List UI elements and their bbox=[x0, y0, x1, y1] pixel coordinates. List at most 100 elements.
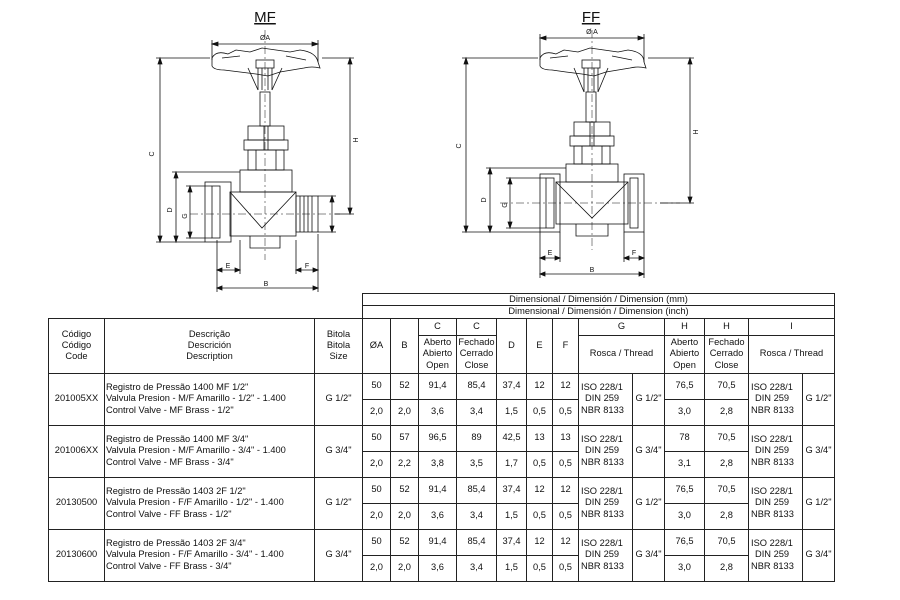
cell-f-inch: 0,5 bbox=[552, 502, 579, 530]
cell-g-size: G 3/4" bbox=[632, 424, 665, 478]
cell-size: G 1/2" bbox=[314, 476, 363, 530]
header-h-open: Aberto Abierto Open bbox=[664, 334, 705, 374]
header-c-close: Fechado Cerrado Close bbox=[456, 334, 497, 374]
header-code: Código Código Code bbox=[48, 317, 105, 374]
cell-b-inch: 2,2 bbox=[390, 450, 419, 478]
cell-e-mm: 12 bbox=[526, 528, 553, 556]
mf-dim-c: C bbox=[149, 151, 156, 156]
cell-i-standard: ISO 228/1 DIN 259 NBR 8133 bbox=[748, 528, 803, 582]
header-row-letters: Código Código Code Descrição Descrición … bbox=[48, 317, 835, 374]
cell-a-mm: 50 bbox=[362, 372, 391, 400]
cell-g-size: G 1/2" bbox=[632, 372, 665, 426]
table-row-inch: 2,0 2,0 3,6 3,4 1,5 0,5 0,5 3,0 2,8 bbox=[49, 554, 835, 582]
cell-c-close-inch: 3,4 bbox=[456, 502, 497, 530]
table-row-inch: 2,0 2,0 3,6 3,4 1,5 0,5 0,5 3,0 2,8 bbox=[49, 398, 835, 426]
spec-body: 201005XX Registro de Pressão 1400 MF 1/2… bbox=[48, 372, 835, 582]
cell-h-open-inch: 3,1 bbox=[664, 450, 705, 478]
header-f: F bbox=[552, 317, 579, 374]
cell-code: 201005XX bbox=[48, 372, 105, 426]
cell-a-mm: 50 bbox=[362, 528, 391, 556]
cell-h-open-inch: 3,0 bbox=[664, 502, 705, 530]
cell-e-inch: 0,5 bbox=[526, 398, 553, 426]
table-row-mm: 20130500 Registro de Pressão 1403 2F 1/2… bbox=[48, 476, 835, 530]
cell-a-inch: 2,0 bbox=[362, 398, 391, 426]
header-row-sub: Aberto Abierto Open Fechado Cerrado Clos… bbox=[49, 334, 835, 374]
technical-drawings: MF bbox=[149, 9, 700, 292]
header-c-open: Aberto Abierto Open bbox=[418, 334, 457, 374]
header-e: E bbox=[526, 317, 553, 374]
mf-dim-d: D bbox=[167, 207, 174, 212]
cell-i-size: G 1/2" bbox=[802, 372, 835, 426]
ff-handwheel-icon bbox=[539, 47, 647, 93]
cell-g-standard: ISO 228/1 DIN 259 NBR 8133 bbox=[578, 372, 633, 426]
cell-h-close-inch: 2,8 bbox=[704, 554, 749, 582]
group-header-inch: Dimensional / Dimensión / Dimension (inc… bbox=[362, 305, 835, 319]
cell-c-close-mm: 85,4 bbox=[456, 476, 497, 504]
cell-h-open-mm: 76,5 bbox=[664, 372, 705, 400]
header-b: B bbox=[390, 317, 419, 374]
cell-d-mm: 37,4 bbox=[496, 528, 527, 556]
cell-c-open-inch: 3,6 bbox=[418, 554, 457, 582]
cell-size: G 1/2" bbox=[314, 372, 363, 426]
cell-e-mm: 12 bbox=[526, 372, 553, 400]
cell-d-mm: 42,5 bbox=[496, 424, 527, 452]
cell-g-standard: ISO 228/1 DIN 259 NBR 8133 bbox=[578, 476, 633, 530]
cell-i-size: G 3/4" bbox=[802, 528, 835, 582]
cell-description: Registro de Pressão 1403 2F 1/2" Valvula… bbox=[104, 476, 315, 530]
cell-c-open-mm: 91,4 bbox=[418, 476, 457, 504]
cell-description: Registro de Pressão 1400 MF 3/4" Valvula… bbox=[104, 424, 315, 478]
cell-a-mm: 50 bbox=[362, 476, 391, 504]
ff-dim-g: G bbox=[502, 202, 509, 207]
ff-dim-d: D bbox=[481, 197, 488, 202]
cell-c-open-inch: 3,8 bbox=[418, 450, 457, 478]
cell-c-open-mm: 96,5 bbox=[418, 424, 457, 452]
header-a: ØA bbox=[362, 317, 391, 374]
cell-f-mm: 12 bbox=[552, 476, 579, 504]
cell-h-close-mm: 70,5 bbox=[704, 424, 749, 452]
header-g: G bbox=[578, 317, 665, 336]
ff-dim-a: Ø A bbox=[586, 29, 598, 36]
cell-h-close-inch: 2,8 bbox=[704, 450, 749, 478]
ff-dim-b: B bbox=[590, 267, 595, 274]
cell-code: 20130500 bbox=[48, 476, 105, 530]
cell-f-mm: 12 bbox=[552, 528, 579, 556]
table-row-mm: 201006XX Registro de Pressão 1400 MF 3/4… bbox=[48, 424, 835, 478]
ff-dim-c: C bbox=[456, 143, 463, 148]
cell-g-size: G 3/4" bbox=[632, 528, 665, 582]
cell-h-open-mm: 76,5 bbox=[664, 528, 705, 556]
cell-h-open-inch: 3,0 bbox=[664, 554, 705, 582]
mf-dim-e: E bbox=[226, 263, 231, 270]
cell-a-inch: 2,0 bbox=[362, 450, 391, 478]
cell-i-size: G 3/4" bbox=[802, 424, 835, 478]
mf-dim-f: F bbox=[305, 263, 309, 270]
mf-drawing: MF bbox=[149, 9, 360, 292]
mf-dim-h: H bbox=[353, 137, 360, 142]
cell-code: 201006XX bbox=[48, 424, 105, 478]
ff-title: FF bbox=[582, 9, 600, 26]
table-row-inch: 2,0 2,2 3,8 3,5 1,7 0,5 0,5 3,1 2,8 bbox=[49, 450, 835, 478]
cell-c-open-inch: 3,6 bbox=[418, 398, 457, 426]
cell-d-inch: 1,5 bbox=[496, 502, 527, 530]
mf-dim-a: ØA bbox=[260, 35, 270, 42]
mf-dim-i: I bbox=[335, 213, 342, 215]
header-description: Descrição Descrición Description bbox=[104, 317, 315, 374]
cell-e-mm: 13 bbox=[526, 424, 553, 452]
cell-size: G 3/4" bbox=[314, 528, 363, 582]
header-i-thread: Rosca / Thread bbox=[748, 334, 835, 374]
cell-d-mm: 37,4 bbox=[496, 476, 527, 504]
cell-h-close-inch: 2,8 bbox=[704, 398, 749, 426]
mf-dim-b: B bbox=[264, 281, 269, 288]
cell-c-open-mm: 91,4 bbox=[418, 372, 457, 400]
cell-h-open-mm: 78 bbox=[664, 424, 705, 452]
cell-g-size: G 1/2" bbox=[632, 476, 665, 530]
cell-i-standard: ISO 228/1 DIN 259 NBR 8133 bbox=[748, 372, 803, 426]
ff-stem bbox=[585, 91, 597, 123]
cell-h-open-inch: 3,0 bbox=[664, 398, 705, 426]
header-row-mm: Dimensional / Dimensión / Dimension (mm) bbox=[49, 292, 835, 307]
cell-b-mm: 52 bbox=[390, 372, 419, 400]
cell-e-inch: 0,5 bbox=[526, 554, 553, 582]
mf-handwheel-icon bbox=[211, 47, 321, 91]
cell-d-inch: 1,5 bbox=[496, 398, 527, 426]
cell-g-standard: ISO 228/1 DIN 259 NBR 8133 bbox=[578, 528, 633, 582]
cell-c-close-mm: 85,4 bbox=[456, 372, 497, 400]
